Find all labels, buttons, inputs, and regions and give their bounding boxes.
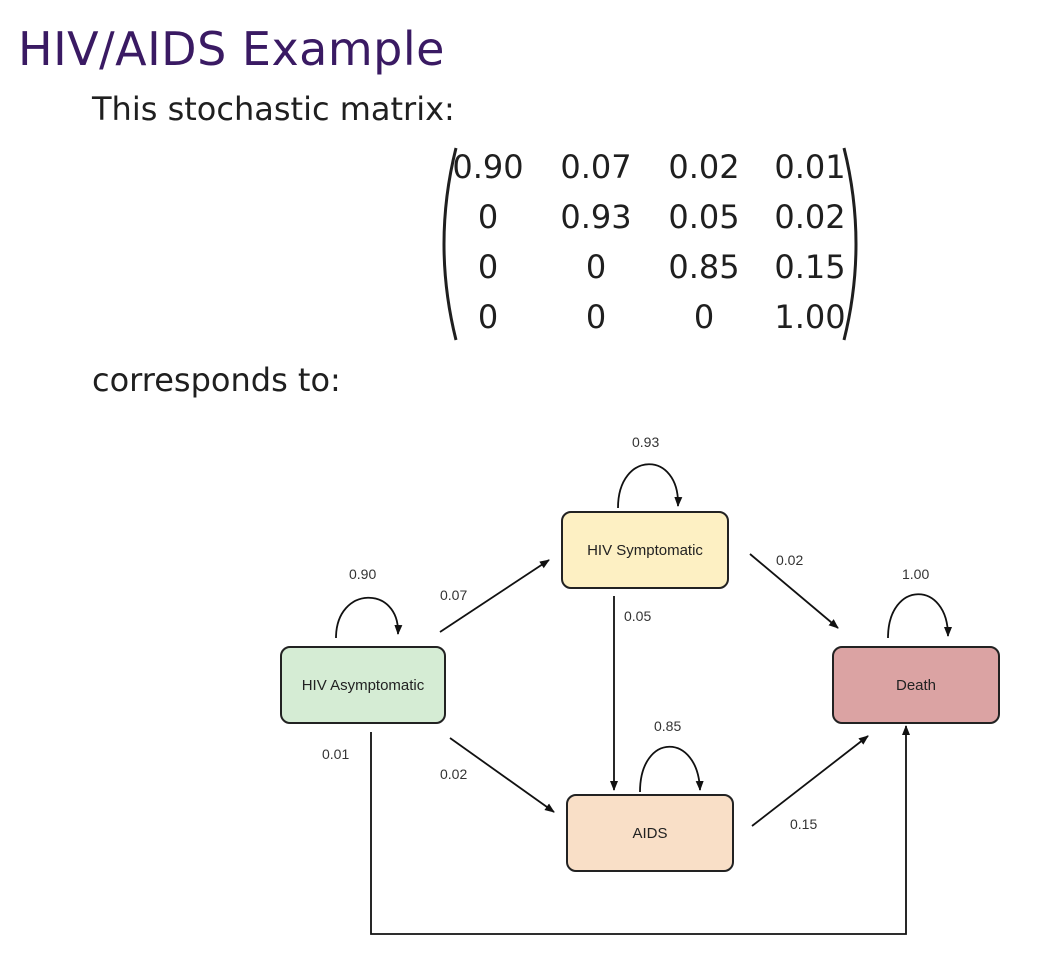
node-label: HIV Symptomatic [587, 541, 703, 559]
diagram-edges [335, 463, 952, 935]
prob-sym-to-aids: 0.05 [624, 608, 652, 624]
loop-symptomatic [617, 463, 683, 509]
matrix-cell: 0 [585, 248, 607, 286]
edge-asym-to-aids [449, 737, 555, 813]
edge-asym-to-sym [439, 559, 550, 633]
loop-aids [639, 745, 704, 793]
prob-asym-self: 0.90 [349, 566, 377, 582]
matrix-cell: 0.05 [668, 198, 740, 236]
matrix-cell: 0.15 [774, 248, 846, 286]
node-label: AIDS [632, 824, 668, 842]
node-aids: AIDS [566, 794, 734, 872]
prob-death-self: 1.00 [902, 566, 930, 582]
left-parenthesis [442, 147, 458, 341]
right-parenthesis [842, 147, 858, 341]
node-hiv-asymptomatic: HIV Asymptomatic [280, 646, 446, 724]
matrix-cell: 0.01 [774, 148, 846, 186]
edge-aids-to-death [751, 735, 869, 827]
matrix-cell: 1.00 [774, 298, 846, 336]
edge-sym-to-death [749, 553, 839, 629]
prob-asym-to-sym: 0.07 [440, 587, 468, 603]
intro-text: This stochastic matrix: [92, 90, 455, 128]
loop-death [887, 593, 952, 639]
edge-asym-to-death [370, 725, 910, 935]
prob-asym-to-death: 0.01 [322, 746, 350, 762]
matrix-cell: 0 [477, 298, 499, 336]
node-label: Death [895, 676, 937, 694]
node-label: HIV Asymptomatic [301, 676, 425, 694]
loop-asymptomatic [335, 596, 403, 639]
matrix-cell: 0 [477, 198, 499, 236]
prob-aids-to-death: 0.15 [790, 816, 818, 832]
prob-aids-self: 0.85 [654, 718, 682, 734]
stochastic-matrix: 0.90 0.07 0.02 0.01 0 0.93 0.05 0.02 0 0 0.85 0.15 0… [430, 144, 870, 344]
corresponds-text: corresponds to: [92, 361, 341, 399]
node-death: Death [832, 646, 1000, 724]
matrix-cell: 0 [693, 298, 715, 336]
node-hiv-symptomatic: HIV Symptomatic [561, 511, 729, 589]
matrix-cell: 0.85 [668, 248, 740, 286]
matrix-cell: 0 [585, 298, 607, 336]
prob-asym-to-aids: 0.02 [440, 766, 468, 782]
matrix-cell: 0.93 [560, 198, 632, 236]
matrix-cell: 0.90 [452, 148, 524, 186]
matrix-cell: 0.02 [774, 198, 846, 236]
slide-title: HIV/AIDS Example [18, 22, 445, 76]
matrix-cell: 0.02 [668, 148, 740, 186]
prob-sym-self: 0.93 [632, 434, 660, 450]
matrix-cell: 0 [477, 248, 499, 286]
prob-sym-to-death: 0.02 [776, 552, 804, 568]
matrix-cell: 0.07 [560, 148, 632, 186]
